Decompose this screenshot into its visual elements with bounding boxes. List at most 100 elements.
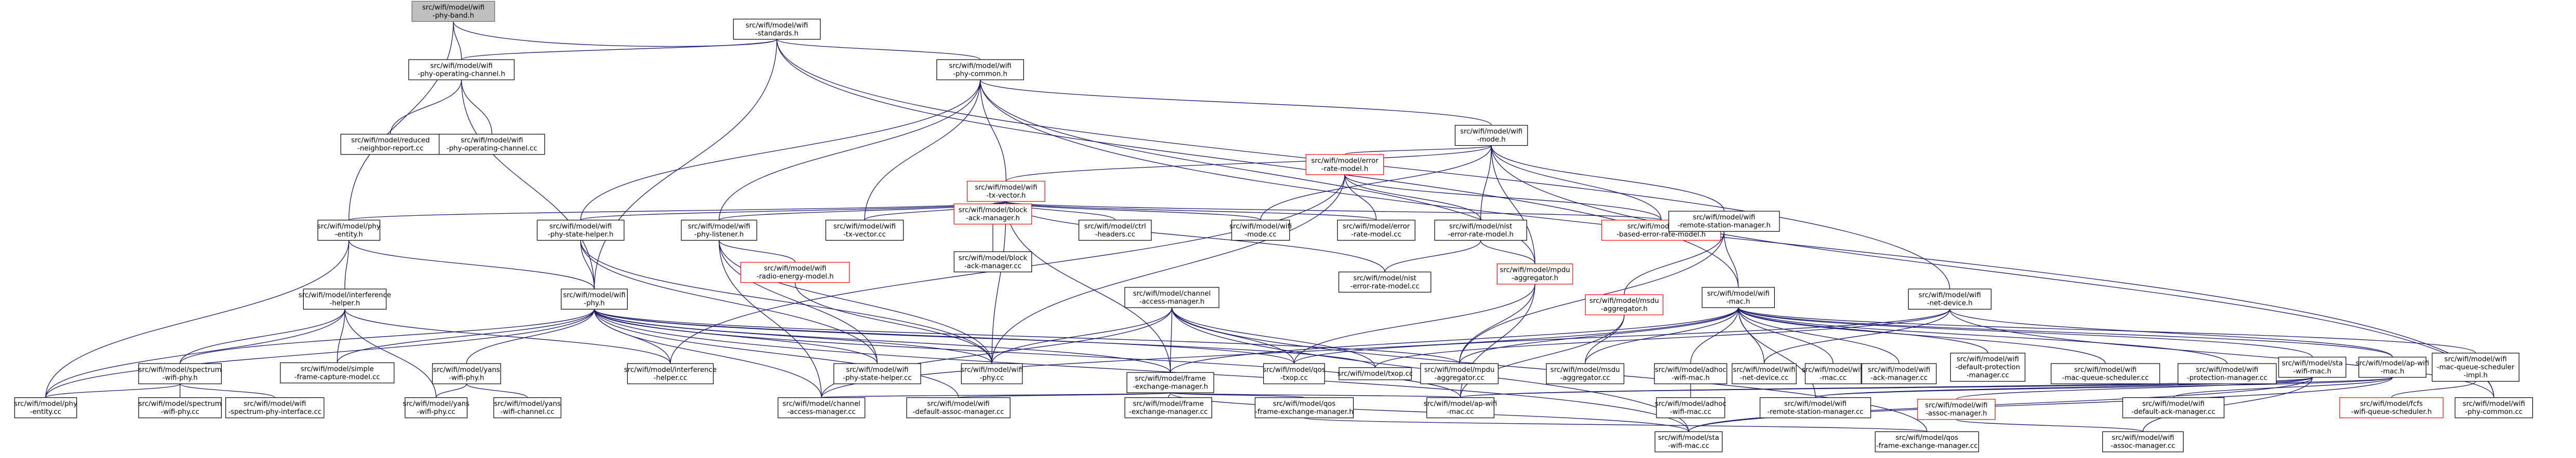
node-label-line: -based-error-rate-model.h [1616,231,1706,239]
file-node-stacc[interactable]: src/wifi/model/sta-wifi-mac.cc [1654,431,1723,452]
include-edge-mach-mpduaggcc [1459,303,1741,364]
file-node-spectrumh[interactable]: src/wifi/model/spectrum-wifi-phy.h [138,363,222,384]
file-node-qosfemh[interactable]: src/wifi/model/qos-frame-exchange-manage… [1255,397,1354,419]
include-edge-band-standards [451,17,777,47]
node-label-line: src/wifi/model/wifi [244,400,306,408]
file-node-nistcc[interactable]: src/wifi/model/nist-error-rate-model.cc [1338,271,1432,293]
file-node-listenerh[interactable]: src/wifi/model/wifi-phy-listener.h [681,219,758,241]
file-node-phyh[interactable]: src/wifi/model/wifi-phy.h [561,288,628,310]
file-node-netdevicecc[interactable]: src/wifi/model/wifi-net-device.cc [1732,363,1797,384]
file-node-netdeviceh[interactable]: src/wifi/model/wifi-net-device.h [1908,288,1992,310]
file-node-yanscc[interactable]: src/wifi/model/yans-wifi-phy.cc [403,397,470,419]
file-node-txopcc[interactable]: src/wifi/model/txop.cc [1338,367,1413,380]
file-node-frameexh[interactable]: src/wifi/model/frame-exchange-manager.h [1126,372,1215,393]
file-node-qostxopcc[interactable]: src/wifi/model/qos-txop.cc [1263,363,1326,384]
file-node-adhoccc[interactable]: src/wifi/model/adhoc-wifi-mac.cc [1655,397,1727,419]
include-edge-phyh-frameexh [591,304,1171,373]
file-node-ctrlheaders[interactable]: src/wifi/model/ctrl-headers.cc [1078,219,1152,241]
file-node-blockackh[interactable]: src/wifi/model/block-ack-manager.h [953,203,1032,225]
file-node-spectrumcc[interactable]: src/wifi/model/spectrum-wifi-phy.cc [138,397,222,419]
file-node-apcc[interactable]: src/wifi/model/ap-wifi-mac.cc [1424,397,1498,419]
file-node-assoccc[interactable]: src/wifi/model/wifi-assoc-manager.cc [2102,431,2184,452]
file-node-yanschcc[interactable]: src/wifi/model/yans-wifi-channel.cc [493,397,561,419]
file-node-phycommoncc[interactable]: src/wifi/model/wifi-phy-common.cc [2454,397,2533,419]
include-edge-interfh-simplecc [336,304,347,363]
file-node-adhoch[interactable]: src/wifi/model/adhoc-wifi-mac.h [1654,363,1728,384]
file-node-qosfemcc[interactable]: src/wifi/model/qos-frame-exchange-manage… [1874,431,1979,452]
node-box [1420,363,1499,384]
file-node-aph[interactable]: src/wifi/model/ap-wifi-mac.h [2356,356,2430,378]
file-node-energyh[interactable]: src/wifi/model/wifi-radio-energy-model.h [740,262,850,283]
file-node-assoch[interactable]: src/wifi/model/wifi-assoc-manager.h [1917,399,1995,420]
file-node-phyentityh[interactable]: src/wifi/model/phy-entity.h [317,219,381,241]
file-node-phycommonh[interactable]: src/wifi/model/wifi-phy-common.h [936,59,1024,80]
file-node-msduaggh[interactable]: src/wifi/model/msdu-aggregator.h [1585,294,1664,315]
file-node-schedimplh[interactable]: src/wifi/model/wifi-mac-queue-scheduler-… [2432,353,2519,382]
include-edge-channelh-phycc [991,303,1175,364]
file-node-frameexcc[interactable]: src/wifi/model/frame-exchange-manager.cc [1124,397,1212,419]
file-node-remotecc[interactable]: src/wifi/model/wifi-remote-station-manag… [1759,397,1871,419]
node-box [1337,219,1415,241]
node-label-line: src/wifi/model/interference [299,292,391,299]
file-node-phyopcc[interactable]: src/wifi/model/wifi-phy-operating-channe… [439,134,545,155]
file-node-mach[interactable]: src/wifi/model/wifi-mac.h [1702,287,1775,308]
node-label-line: src/wifi/model/qos [1263,366,1326,374]
file-node-simplecc[interactable]: src/wifi/model/simple-frame-capture-mode… [280,362,395,384]
node-label-line: src/wifi/model/wifi [1707,290,1770,298]
node-box [1874,431,1979,452]
file-node-maccc[interactable]: src/wifi/model/wifi-mac.cc [1802,363,1864,384]
node-label-line: -assoc-manager.cc [2111,442,2175,450]
node-box [1305,154,1384,175]
node-box [493,397,561,419]
file-node-protmgrcc[interactable]: src/wifi/model/wifi-protection-manager.c… [2177,363,2277,384]
file-node-phyopch[interactable]: src/wifi/model/wifi-phy-operating-channe… [408,59,515,80]
node-label-line: -wifi-mac.cc [1668,442,1709,450]
file-node-defprotcc[interactable]: src/wifi/model/wifi-default-protection-m… [1950,353,2026,382]
node-box [1496,263,1573,285]
file-node-channelh[interactable]: src/wifi/model/channel-access-manager.h [1124,287,1220,308]
file-node-modeh[interactable]: src/wifi/model/wifi-mode.h [1454,124,1528,146]
node-label-line: -phy-band.h [433,12,474,20]
file-node-errorrateh[interactable]: src/wifi/model/error-rate-model.h [1305,154,1384,175]
include-edge-frameexh-apcc [1167,388,1461,398]
file-node-errorratecc[interactable]: src/wifi/model/error-rate-model.cc [1337,219,1415,241]
file-node-modecc[interactable]: src/wifi/model/wifi-mode.cc [1230,219,1292,241]
file-node-interfcc[interactable]: src/wifi/model/interference-helper.cc [624,363,717,384]
file-node-txvectorh[interactable]: src/wifi/model/wifi-tx-vector.h [967,181,1045,202]
node-label-line: -helper.cc [654,374,687,382]
file-node-remoteh[interactable]: src/wifi/model/wifi-remote-station-manag… [1668,211,1780,232]
file-node-statehelperh[interactable]: src/wifi/model/wifi-phy-state-helper.h [536,219,625,241]
include-edge-aph-remotecc [1815,373,2395,398]
file-node-fcfsh[interactable]: src/wifi/model/fcfs-wifi-queue-scheduler… [2339,397,2444,419]
file-node-ackmgrcc[interactable]: src/wifi/model/wifi-ack-manager.cc [1861,363,1937,384]
node-box [967,181,1045,202]
file-node-nisth[interactable]: src/wifi/model/nist-error-rate-model.h [1434,219,1527,241]
include-edge-mpduaggh-mpduaggcc [1459,280,1537,364]
node-label-line: src/wifi/model/block [959,206,1028,214]
file-node-defassoccc[interactable]: src/wifi/model/wifi-default-assoc-manage… [906,397,1010,419]
file-node-reducedcc[interactable]: src/wifi/model/reduced-neighbor-report.c… [340,134,441,155]
node-label-line: src/wifi/model/qos [1896,434,1959,442]
file-node-defackcc[interactable]: src/wifi/model/wifi-default-ack-manager.… [2122,397,2224,419]
file-node-stah[interactable]: src/wifi/model/sta-wifi-mac.h [2278,356,2346,378]
file-node-standards[interactable]: src/wifi/model/wifi-standards.h [733,19,821,40]
file-node-phyentitycc[interactable]: src/wifi/model/phy-entity.cc [14,397,77,419]
node-label-line: -default-protection [1955,364,2020,371]
node-label-line: src/wifi/model/wifi [1230,223,1292,230]
file-node-statehelpercc[interactable]: src/wifi/model/wifi-phy-state-helper.cc [833,363,921,384]
file-node-blockackcc[interactable]: src/wifi/model/block-ack-manager.cc [953,251,1032,272]
file-node-phycc[interactable]: src/wifi/model/wifi-phy.cc [961,363,1023,384]
file-node-mpduaggcc[interactable]: src/wifi/model/mpdu-aggregator.cc [1420,363,1499,384]
file-node-macqschedcc[interactable]: src/wifi/model/wifi-mac-queue-scheduler.… [2051,363,2160,384]
file-node-mpduaggh[interactable]: src/wifi/model/mpdu-aggregator.h [1496,263,1573,285]
include-edge-mach-msduaggcc [1585,303,1741,364]
file-node-spectrumif[interactable]: src/wifi/model/wifi-spectrum-phy-interfa… [225,397,325,419]
file-node-interfh[interactable]: src/wifi/model/interference-helper.h [299,288,391,310]
file-node-yansh[interactable]: src/wifi/model/yans-wifi-phy.h [432,363,501,384]
file-node-channelcc[interactable]: src/wifi/model/channel-access-manager.cc [777,397,866,419]
include-edge-yansh-yanschcc [464,379,528,398]
node-box [1585,294,1664,315]
file-node-msduaggcc[interactable]: src/wifi/model/msdu-aggregator.cc [1546,363,1625,384]
node-box [1126,372,1215,393]
file-node-txvectorcc[interactable]: src/wifi/model/wifi-tx-vector.cc [825,219,904,241]
